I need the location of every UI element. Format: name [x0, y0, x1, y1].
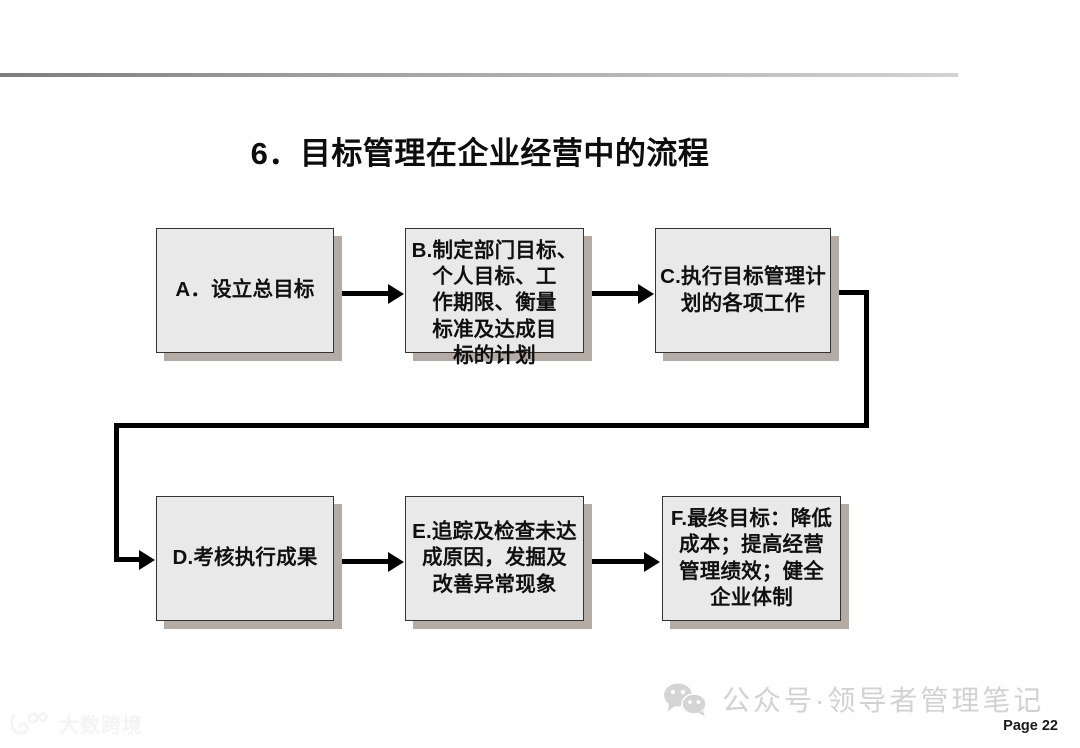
- arrow-head: [388, 283, 404, 304]
- flow-node-e-label: E.追踪及检查未达 成原因，发掘及 改善异常现象: [412, 520, 577, 596]
- arrow-shaft: [584, 559, 646, 564]
- flow-node-d[interactable]: D.考核执行成果: [156, 496, 334, 621]
- footer-brand: 公众号·领导者管理笔记: [662, 679, 1044, 719]
- flow-node-a-label: A．设立总目标: [175, 278, 315, 302]
- arrow-shaft: [584, 291, 640, 296]
- dashu-logo-icon: [10, 711, 52, 737]
- footer-brand-label: 公众号·领导者管理笔记: [722, 685, 1045, 716]
- flow-node-a[interactable]: A．设立总目标: [156, 228, 334, 353]
- arrow-head: [388, 551, 404, 572]
- flow-node-e[interactable]: E.追踪及检查未达 成原因，发掘及 改善异常现象: [405, 496, 584, 621]
- arrow-shaft: [334, 559, 390, 564]
- loop-arrow-head: [139, 549, 155, 570]
- loop-segment-down-left: [114, 423, 119, 562]
- arrow-shaft: [334, 291, 390, 296]
- flow-node-c-label: C.执行目标管理计 划的各项工作: [660, 265, 826, 315]
- flow-node-f-label: F.最终目标：降低 成本；提高经营 管理绩效；健全 企业体制: [670, 507, 833, 609]
- flow-node-b[interactable]: B.制定部门目标、 个人目标、工 作期限、衡量 标准及达成目 标的计划: [405, 228, 584, 367]
- arrow-head: [644, 551, 660, 572]
- page-number: Page 22: [1003, 718, 1058, 734]
- page-title: 6．目标管理在企业经营中的流程: [250, 136, 710, 171]
- flow-node-d-label: D.考核执行成果: [172, 546, 318, 570]
- header-divider-rule: [0, 73, 958, 77]
- flow-node-f[interactable]: F.最终目标：降低 成本；提高经营 管理绩效；健全 企业体制: [662, 496, 841, 621]
- loop-segment-right: [831, 290, 869, 295]
- loop-segment-left: [114, 423, 869, 428]
- loop-segment-into-d: [114, 557, 141, 562]
- wechat-icon: [662, 682, 710, 716]
- watermark-label: 大数跨境: [59, 715, 143, 737]
- watermark: 大数跨境: [10, 709, 143, 738]
- flow-node-b-label: B.制定部门目标、 个人目标、工 作期限、衡量 标准及达成目 标的计划: [411, 239, 578, 367]
- loop-segment-down-right: [864, 290, 869, 428]
- arrow-head: [638, 283, 654, 304]
- flow-node-c[interactable]: C.执行目标管理计 划的各项工作: [655, 228, 831, 353]
